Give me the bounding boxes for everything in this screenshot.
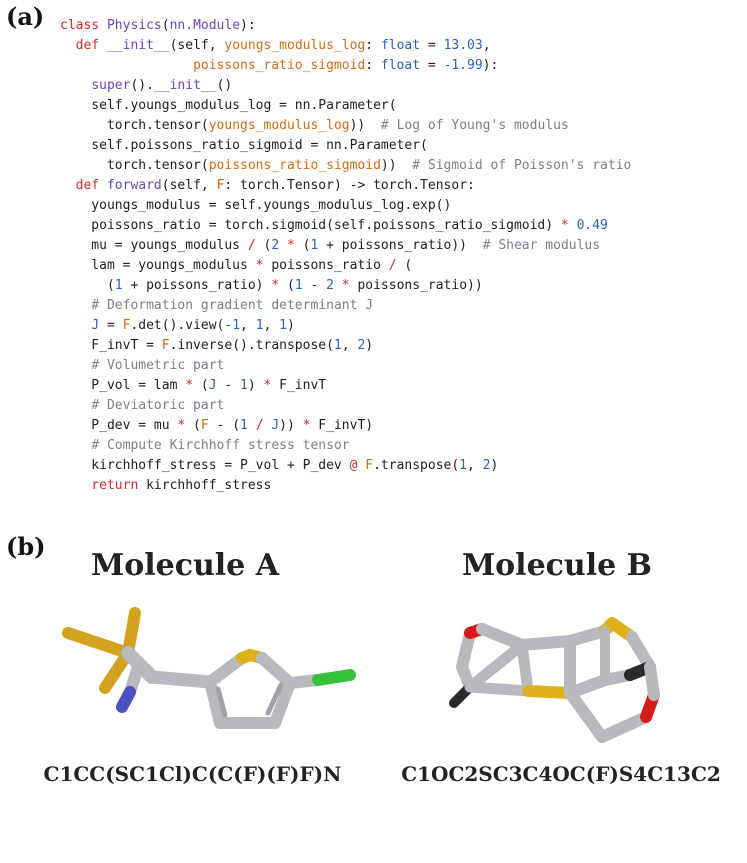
code-line: mu = youngs_modulus / (2 * (1 + poissons… [60, 238, 601, 253]
molecule-b-title: Molecule B [461, 548, 653, 583]
code-line: torch.tensor(youngs_modulus_log)) # Log … [60, 118, 569, 133]
molecule-a-title: Molecule A [91, 548, 279, 583]
code-line: self.poissons_ratio_sigmoid = nn.Paramet… [60, 138, 428, 153]
code-line: youngs_modulus = self.youngs_modulus_log… [60, 198, 452, 213]
code-line: torch.tensor(poissons_ratio_sigmoid)) # … [60, 158, 632, 173]
code-line: # Compute Kirchhoff stress tensor [91, 438, 350, 453]
code-line: J = F.det().view(-1, 1, 1) [91, 318, 295, 333]
code-line: return kirchhoff_stress [91, 478, 272, 493]
molecule-a-structure [62, 607, 356, 729]
code-line: poissons_ratio_sigmoid: float = -1.99): [193, 58, 499, 73]
panel-b-label: (b) [6, 532, 46, 561]
code-line: F_invT = F.inverse().transpose(1, 2) [60, 338, 374, 353]
code-line: self.youngs_modulus_log = nn.Parameter( [60, 98, 397, 113]
code-line: # Deformation gradient determinant J [91, 298, 374, 313]
code-line: super().__init__() [91, 78, 233, 93]
molecule-a-smiles: C1CC(SC1Cl)C(C(F)(F)F)N [43, 762, 342, 786]
code-line: class Physics(nn.Module): [60, 18, 256, 33]
code-line: P_vol = lam * (J - 1) * F_invT [60, 378, 327, 393]
code-line: lam = youngs_modulus * poissons_ratio / … [60, 258, 413, 273]
code-line: P_dev = mu * (F - (1 / J)) * F_invT) [60, 418, 374, 433]
code-line: # Deviatoric part [91, 398, 225, 413]
code-line: (1 + poissons_ratio) * (1 - 2 * poissons… [60, 278, 483, 293]
molecule-b-smiles: C1OC2SC3C4OC(F)S4C13C2 [401, 762, 721, 786]
code-line: # Volumetric part [91, 358, 225, 373]
panel-a-label: (a) [6, 2, 45, 31]
code-line: kirchhoff_stress = P_vol + P_dev @ F.tra… [60, 458, 499, 473]
code-line: poissons_ratio = torch.sigmoid(self.pois… [60, 218, 608, 233]
molecule-b-structure [449, 617, 660, 743]
code-listing: class Physics(nn.Module): def __init__(s… [60, 16, 631, 496]
code-line: def __init__(self, youngs_modulus_log: f… [75, 38, 491, 53]
code-line: def forward(self, F: torch.Tensor) -> to… [75, 178, 475, 193]
